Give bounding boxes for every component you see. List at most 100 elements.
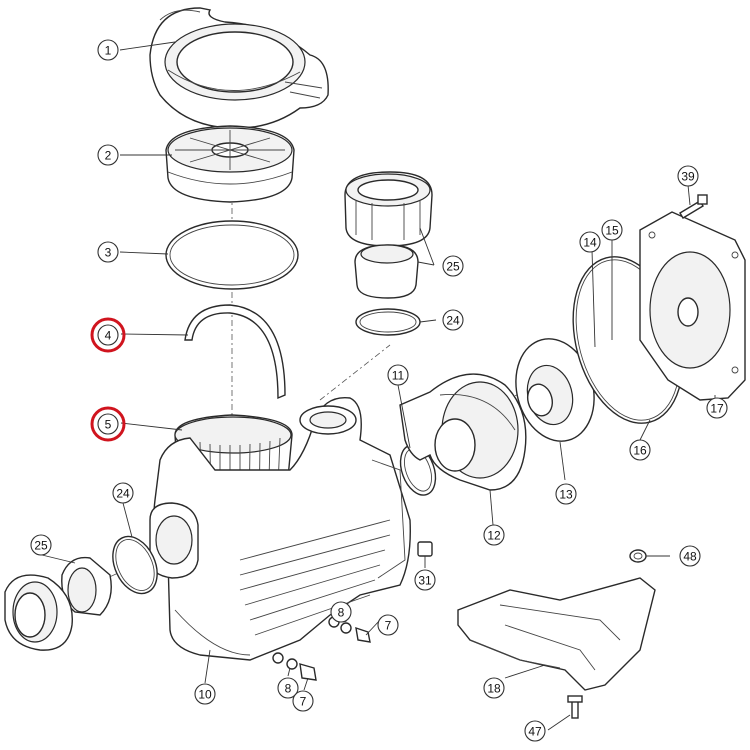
screw-47 (567, 695, 583, 719)
callout-circle (629, 439, 651, 461)
strainer-lid (149, 7, 329, 129)
callout-31: 31 (414, 569, 436, 591)
callout-7: 7 (377, 614, 399, 636)
callout-47: 47 (524, 720, 546, 742)
callout-3: 3 (97, 241, 119, 263)
callout-number: 7 (300, 695, 307, 709)
callout-circle (112, 482, 134, 504)
screw-48 (629, 549, 647, 563)
o-ring-top-fitting (355, 308, 421, 336)
callout-highlight-ring (90, 317, 126, 353)
callout-number: 15 (605, 224, 619, 238)
callout-24: 24 (112, 482, 134, 504)
union-fitting-top (344, 171, 433, 299)
drain-plug-set-lower (272, 652, 317, 681)
callout-12: 12 (483, 524, 505, 546)
callout-4: 4 (90, 317, 126, 353)
callout-17: 17 (706, 397, 728, 419)
callout-8: 8 (330, 601, 352, 623)
callout-number: 24 (116, 487, 130, 501)
drain-plug-set-upper (328, 616, 371, 643)
o-ring-side-fitting (112, 535, 158, 595)
callout-13: 13 (555, 483, 577, 505)
callout-number: 47 (528, 725, 542, 739)
callout-18: 18 (483, 677, 505, 699)
callout-circle (97, 39, 119, 61)
callout-circle (442, 309, 464, 331)
callout-circle (292, 690, 314, 712)
callout-8: 8 (277, 677, 299, 699)
callout-circle (579, 231, 601, 253)
callout-circle (677, 165, 699, 187)
basket-handle (184, 304, 286, 400)
callout-1: 1 (97, 39, 119, 61)
callout-number: 10 (198, 688, 212, 702)
callout-circle (387, 364, 409, 386)
callout-circle (601, 219, 623, 241)
callout-number: 2 (105, 149, 112, 163)
callout-2: 2 (97, 144, 119, 166)
o-ring-lid (165, 220, 299, 290)
callout-number: 25 (446, 260, 460, 274)
callout-circle (414, 569, 436, 591)
callout-circle (706, 397, 728, 419)
callout-circle (377, 614, 399, 636)
lid-insert (165, 125, 295, 203)
callout-number: 17 (710, 402, 724, 416)
callout-circle (524, 720, 546, 742)
screw-39 (679, 194, 708, 219)
diffuser (399, 373, 527, 491)
callout-number: 16 (633, 444, 647, 458)
callout-circle (97, 413, 119, 435)
callout-25: 25 (30, 534, 52, 556)
callout-number: 5 (105, 418, 112, 432)
callout-circle (330, 601, 352, 623)
drain-plug-31 (417, 541, 433, 557)
callout-number: 1 (105, 44, 112, 58)
seal-plate (639, 211, 746, 401)
union-fitting-side (4, 556, 112, 651)
callout-circle (97, 144, 119, 166)
pump-housing (149, 396, 411, 661)
callout-circle (679, 545, 701, 567)
callout-number: 13 (559, 488, 573, 502)
callout-circle (30, 534, 52, 556)
callout-number: 18 (487, 682, 501, 696)
callout-15: 15 (601, 219, 623, 241)
callout-number: 48 (683, 550, 697, 564)
callout-5: 5 (90, 406, 126, 442)
callout-number: 3 (105, 246, 112, 260)
callout-25: 25 (442, 255, 464, 277)
impeller (515, 338, 595, 442)
callout-24: 24 (442, 309, 464, 331)
callout-11: 11 (387, 364, 409, 386)
callout-number: 8 (338, 606, 345, 620)
callout-14: 14 (579, 231, 601, 253)
callout-number: 12 (487, 529, 501, 543)
callout-highlight-ring (90, 406, 126, 442)
callout-circle (277, 677, 299, 699)
callout-16: 16 (629, 439, 651, 461)
callout-circle (194, 683, 216, 705)
callout-number: 7 (385, 619, 392, 633)
callout-48: 48 (679, 545, 701, 567)
callout-7: 7 (292, 690, 314, 712)
leader-lines (41, 41, 716, 731)
callout-10: 10 (194, 683, 216, 705)
callout-circle (97, 324, 119, 346)
callout-circle (483, 677, 505, 699)
callout-number: 39 (681, 170, 695, 184)
callout-circle (483, 524, 505, 546)
callout-number: 25 (34, 539, 48, 553)
motor-support-bracket (457, 577, 656, 691)
callout-number: 24 (446, 314, 460, 328)
callout-number: 11 (392, 369, 405, 383)
callout-circle (555, 483, 577, 505)
callout-circle (97, 241, 119, 263)
callout-circle (442, 255, 464, 277)
callout-number: 8 (285, 682, 292, 696)
callout-39: 39 (677, 165, 699, 187)
callout-number: 4 (105, 329, 112, 343)
